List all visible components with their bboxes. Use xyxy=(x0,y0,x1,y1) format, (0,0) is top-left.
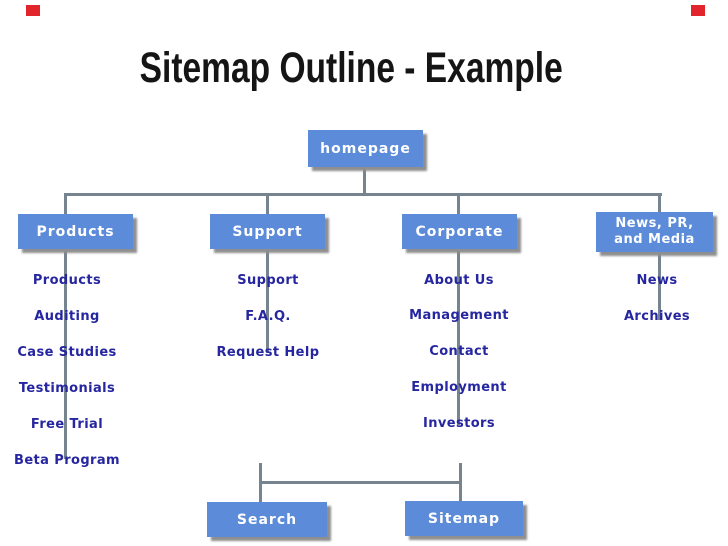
leaf-case-studies: Case Studies xyxy=(17,345,117,360)
slide-title-text: Sitemap Outline - Example xyxy=(139,44,563,92)
news-label-line-2: and Media xyxy=(614,232,695,247)
connector-drop-news xyxy=(658,193,661,212)
leaf-about-us: About Us xyxy=(424,273,494,288)
connector-drop-support xyxy=(266,193,269,214)
leaf-archives: Archives xyxy=(623,309,691,324)
red-corner-mark-right xyxy=(691,5,705,16)
slide-title: Sitemap Outline - Example xyxy=(0,44,702,93)
leaf-request-help: Request Help xyxy=(216,345,320,360)
leaf-products: Products xyxy=(32,273,102,288)
leaf-news: News xyxy=(636,273,678,288)
node-corporate: Corporate xyxy=(402,214,517,249)
connector-main-horizontal xyxy=(64,193,662,196)
connector-drop-products xyxy=(64,193,67,214)
node-homepage: homepage xyxy=(308,130,423,167)
node-search: Search xyxy=(207,502,327,537)
node-homepage-label: homepage xyxy=(320,140,411,157)
spine-products xyxy=(64,249,67,459)
leaf-free-trial: Free Trial xyxy=(30,417,104,432)
node-search-label: Search xyxy=(236,511,298,528)
node-sitemap: Sitemap xyxy=(405,501,523,536)
leaf-testimonials: Testimonials xyxy=(18,381,116,396)
node-news-pr-media-label: News, PR, and Media xyxy=(614,216,695,247)
connector-root-drop xyxy=(363,167,366,194)
node-products: Products xyxy=(18,214,133,249)
node-products-label: Products xyxy=(36,223,115,240)
red-corner-mark-left xyxy=(26,5,40,16)
leaf-investors: Investors xyxy=(422,416,496,431)
spine-news xyxy=(658,252,661,320)
connector-bottom-horizontal xyxy=(259,481,462,484)
node-support-label: Support xyxy=(232,223,303,240)
spine-corporate xyxy=(457,249,460,425)
node-support: Support xyxy=(210,214,325,249)
node-corporate-label: Corporate xyxy=(415,223,504,240)
leaf-contact: Contact xyxy=(429,344,489,359)
leaf-auditing: Auditing xyxy=(34,309,100,324)
node-news-pr-media: News, PR, and Media xyxy=(596,212,713,252)
connector-drop-corporate xyxy=(457,193,460,214)
leaf-management: Management xyxy=(409,308,509,323)
spine-support xyxy=(266,249,269,353)
news-label-line-1: News, PR, xyxy=(615,216,694,232)
leaf-beta-program: Beta Program xyxy=(14,453,120,468)
leaf-faq: F.A.Q. xyxy=(245,309,291,324)
leaf-support: Support xyxy=(237,273,299,288)
node-sitemap-label: Sitemap xyxy=(427,510,501,527)
leaf-employment: Employment xyxy=(411,380,507,395)
